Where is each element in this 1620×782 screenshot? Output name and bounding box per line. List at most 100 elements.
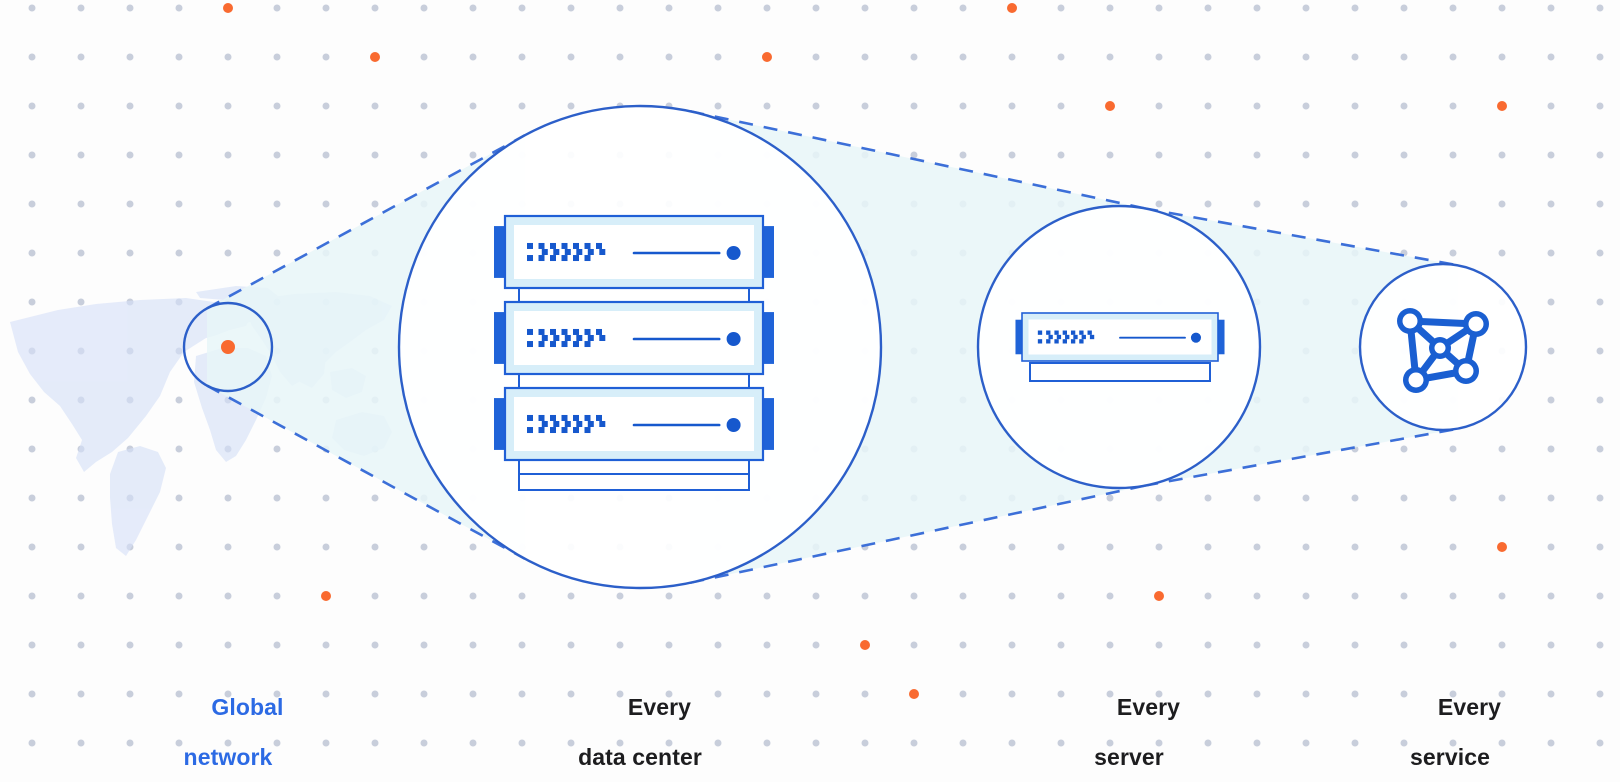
grid-dot xyxy=(959,151,967,159)
grid-dot xyxy=(224,249,232,257)
grid-dot xyxy=(861,592,869,600)
rack-unit-2-led xyxy=(596,328,602,335)
cone-datacenter-to-server-edge-bottom xyxy=(690,483,1149,584)
grid-dot xyxy=(1449,592,1457,600)
grid-dot xyxy=(1351,4,1359,12)
grid-dot xyxy=(28,4,36,12)
rack-unit-2-led xyxy=(587,335,594,341)
single-server-led xyxy=(1037,330,1043,335)
grid-dot xyxy=(1449,494,1457,502)
grid-dot xyxy=(1351,53,1359,61)
grid-dot xyxy=(77,200,85,208)
grid-dot xyxy=(1547,151,1555,159)
grid-dot xyxy=(1302,641,1310,649)
grid-dot xyxy=(861,102,869,110)
grid-dot-highlight xyxy=(1154,591,1164,601)
grid-dot xyxy=(1204,543,1212,551)
grid-dot xyxy=(1253,494,1261,502)
grid-dot xyxy=(910,151,918,159)
stage-label-line2: server xyxy=(1094,744,1164,770)
grid-dot xyxy=(175,151,183,159)
grid-dot xyxy=(1253,151,1261,159)
grid-dot xyxy=(322,690,330,698)
grid-dot xyxy=(1253,53,1261,61)
grid-dot xyxy=(1449,200,1457,208)
grid-dot xyxy=(322,151,330,159)
cone-datacenter-to-server-edge-top xyxy=(690,110,1149,211)
grid-dot xyxy=(714,739,722,747)
rack-unit-1-led xyxy=(538,255,545,262)
grid-dot xyxy=(28,298,36,306)
grid-dot xyxy=(1596,151,1604,159)
grid-dot xyxy=(224,102,232,110)
grid-dot xyxy=(1498,641,1506,649)
grid-dot xyxy=(714,102,722,110)
grid-dot xyxy=(1400,4,1408,12)
rack-unit-2-led xyxy=(550,341,556,348)
grid-dot xyxy=(224,53,232,61)
stage-label-line1: Every xyxy=(1116,694,1181,720)
stage-label-line1: Every xyxy=(1437,694,1502,720)
grid-dot xyxy=(1302,494,1310,502)
rack-unit-3-led xyxy=(596,414,602,421)
grid-dot xyxy=(1449,249,1457,257)
grid-dot xyxy=(126,592,134,600)
grid-dot xyxy=(224,592,232,600)
rack-unit-3-led xyxy=(599,421,606,427)
grid-dot xyxy=(371,543,379,551)
grid-dot xyxy=(28,396,36,404)
grid-dot xyxy=(175,249,183,257)
grid-dot xyxy=(28,200,36,208)
grid-dot xyxy=(371,592,379,600)
grid-dot xyxy=(1302,200,1310,208)
grid-dot xyxy=(1400,641,1408,649)
grid-dot xyxy=(812,739,820,747)
grid-dot xyxy=(1204,690,1212,698)
rack-unit-2-led xyxy=(538,328,545,335)
grid-dot xyxy=(273,690,281,698)
grid-dot xyxy=(1400,102,1408,110)
grid-dot xyxy=(616,53,624,61)
grid-dot xyxy=(1498,200,1506,208)
grid-dot xyxy=(567,4,575,12)
grid-dot xyxy=(1106,4,1114,12)
grid-dot xyxy=(1155,641,1163,649)
rack-unit-3-status-dot xyxy=(726,418,741,432)
grid-dot xyxy=(714,690,722,698)
grid-dot xyxy=(371,641,379,649)
grid-dot xyxy=(420,53,428,61)
grid-dot xyxy=(1155,151,1163,159)
grid-dot xyxy=(1498,151,1506,159)
grid-dot xyxy=(1204,102,1212,110)
grid-dot xyxy=(763,641,771,649)
grid-dot xyxy=(175,445,183,453)
rack-unit-3-led xyxy=(550,427,556,434)
grid-dot xyxy=(861,4,869,12)
cone-map-to-datacenter-edge-bottom xyxy=(206,384,526,560)
grid-dot xyxy=(959,4,967,12)
grid-dot xyxy=(763,592,771,600)
grid-dot xyxy=(1253,739,1261,747)
grid-dot xyxy=(1400,151,1408,159)
grid-dot xyxy=(1498,4,1506,12)
grid-dot xyxy=(1400,543,1408,551)
rack-unit-1-led xyxy=(596,242,602,249)
grid-dot xyxy=(1253,102,1261,110)
grid-dot xyxy=(1400,494,1408,502)
grid-dot-highlight xyxy=(909,689,919,699)
rack-unit-3-led xyxy=(584,414,591,421)
rack-unit-2-status-dot xyxy=(726,332,741,346)
grid-dot xyxy=(1498,739,1506,747)
grid-dot xyxy=(175,200,183,208)
grid-dot xyxy=(518,102,526,110)
grid-dot xyxy=(371,4,379,12)
rack-unit-1-led xyxy=(584,242,591,249)
rack-unit-2-led xyxy=(584,328,591,335)
grid-dot xyxy=(77,249,85,257)
grid-dot xyxy=(959,543,967,551)
grid-dot xyxy=(1596,592,1604,600)
rack-unit-2-led xyxy=(553,335,560,341)
grid-dot xyxy=(1351,690,1359,698)
grid-dot xyxy=(469,690,477,698)
grid-dot xyxy=(1498,445,1506,453)
